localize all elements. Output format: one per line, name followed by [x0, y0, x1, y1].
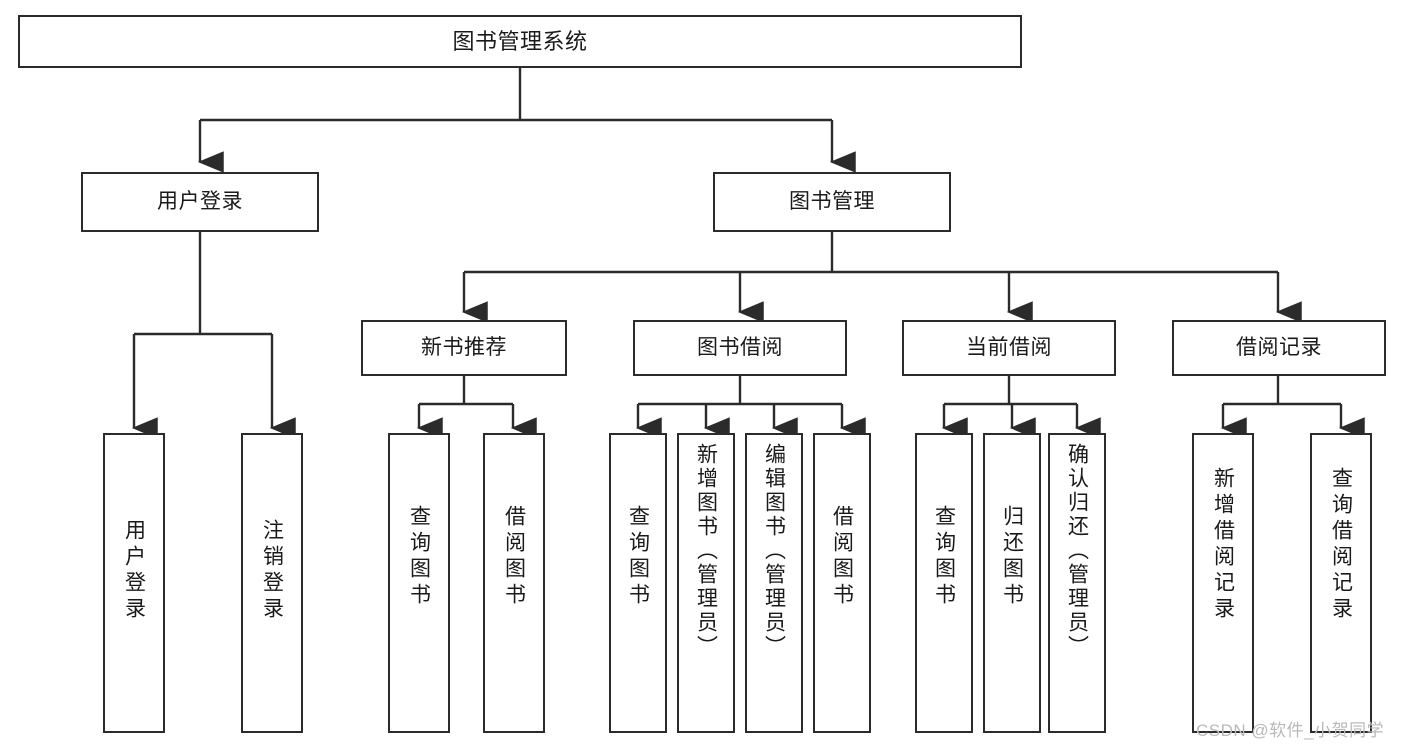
- leaf-add-book[interactable]: 新增图书（管理员）: [677, 433, 735, 733]
- leaf-edit-book-label: 编辑图书（管理员）: [762, 443, 786, 659]
- node-new-book-recommend[interactable]: 新书推荐: [361, 320, 567, 376]
- node-new-book-recommend-label: 新书推荐: [421, 335, 507, 359]
- csdn-watermark: CSDN @软件_小贺同学: [1196, 721, 1385, 740]
- leaf-query-book-a[interactable]: 查询图书: [388, 433, 450, 733]
- node-current-borrow-label: 当前借阅: [966, 335, 1052, 359]
- leaf-add-borrow-record[interactable]: 新增借阅记录: [1192, 433, 1254, 733]
- leaf-confirm-return[interactable]: 确认归还（管理员）: [1048, 433, 1106, 733]
- leaf-query-book-a-label: 查询图书: [407, 505, 431, 609]
- node-book-borrow[interactable]: 图书借阅: [633, 320, 847, 376]
- node-borrow-record[interactable]: 借阅记录: [1172, 320, 1386, 376]
- node-book-management[interactable]: 图书管理: [713, 172, 951, 232]
- leaf-user-login[interactable]: 用户登录: [103, 433, 165, 733]
- node-book-management-label: 图书管理: [789, 189, 875, 213]
- leaf-query-borrow-record[interactable]: 查询借阅记录: [1310, 433, 1372, 733]
- leaf-logout-label: 注销登录: [260, 519, 284, 623]
- node-root-label: 图书管理系统: [452, 28, 588, 54]
- leaf-return-book[interactable]: 归还图书: [983, 433, 1041, 733]
- leaf-add-book-label: 新增图书（管理员）: [694, 443, 718, 659]
- leaf-edit-book[interactable]: 编辑图书（管理员）: [745, 433, 803, 733]
- node-current-borrow[interactable]: 当前借阅: [902, 320, 1116, 376]
- node-book-borrow-label: 图书借阅: [697, 335, 783, 359]
- leaf-borrow-book-b[interactable]: 借阅图书: [813, 433, 871, 733]
- node-borrow-record-label: 借阅记录: [1236, 335, 1322, 359]
- node-user-login-label: 用户登录: [157, 189, 243, 213]
- leaf-add-borrow-record-label: 新增借阅记录: [1211, 467, 1235, 623]
- node-user-login[interactable]: 用户登录: [81, 172, 319, 232]
- leaf-confirm-return-label: 确认归还（管理员）: [1065, 443, 1089, 659]
- leaf-query-book-b[interactable]: 查询图书: [609, 433, 667, 733]
- leaf-query-book-c-label: 查询图书: [932, 505, 956, 609]
- leaf-logout[interactable]: 注销登录: [241, 433, 303, 733]
- leaf-borrow-book-a-label: 借阅图书: [502, 505, 526, 609]
- node-root[interactable]: 图书管理系统: [18, 15, 1022, 68]
- leaf-user-login-label: 用户登录: [122, 519, 146, 623]
- leaf-query-borrow-record-label: 查询借阅记录: [1329, 467, 1353, 623]
- leaf-borrow-book-a[interactable]: 借阅图书: [483, 433, 545, 733]
- leaf-query-book-c[interactable]: 查询图书: [915, 433, 973, 733]
- leaf-return-book-label: 归还图书: [1000, 505, 1024, 609]
- leaf-borrow-book-b-label: 借阅图书: [830, 505, 854, 609]
- leaf-query-book-b-label: 查询图书: [626, 505, 650, 609]
